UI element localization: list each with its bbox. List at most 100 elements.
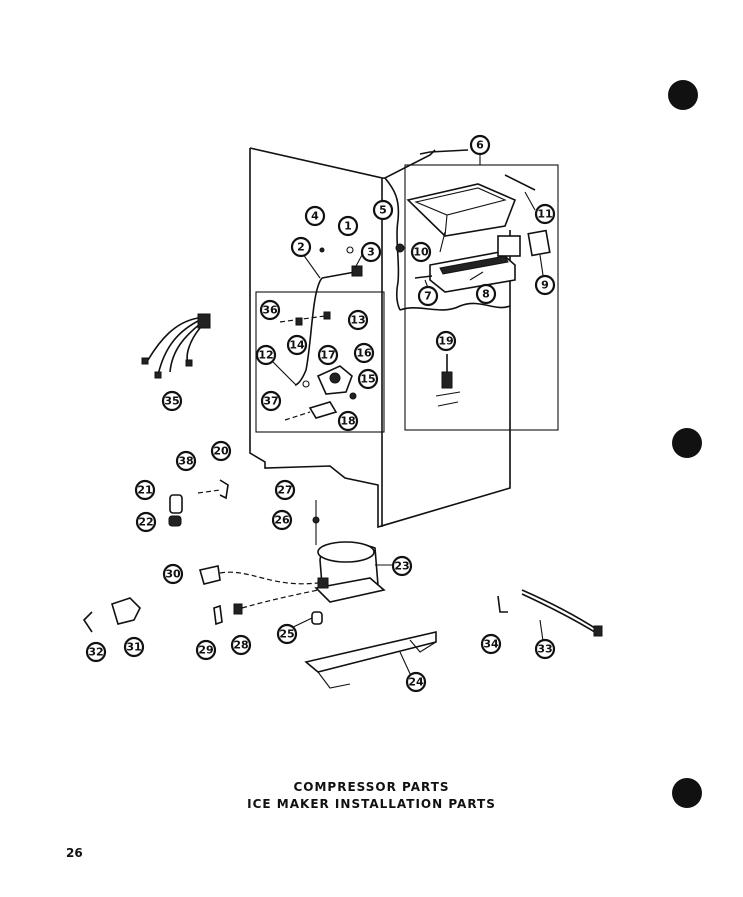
svg-text:16: 16 [356,347,372,360]
svg-text:12: 12 [258,349,273,362]
svg-text:20: 20 [213,445,229,458]
callout-34: 34 [480,633,502,655]
svg-text:11: 11 [537,208,552,221]
base-rail [304,630,437,673]
svg-text:22: 22 [138,516,153,529]
callout-30: 30 [162,563,184,585]
svg-text:8: 8 [482,288,490,301]
svg-text:2: 2 [297,241,305,254]
svg-text:29: 29 [198,644,213,657]
drain-fitting [435,354,461,407]
callout-15: 15 [357,368,379,390]
svg-text:31: 31 [126,641,141,654]
callout-2: 2 [290,236,312,258]
svg-text:34: 34 [483,638,499,651]
callout-25: 25 [276,623,298,645]
water-valve [279,311,357,421]
svg-text:35: 35 [164,395,179,408]
svg-text:38: 38 [178,455,193,468]
cover-panel [527,229,551,257]
callout-7: 7 [417,285,439,307]
callout-19: 19 [435,330,457,352]
callout-14: 14 [286,334,308,356]
compressor [314,541,386,603]
svg-text:3: 3 [367,246,375,259]
svg-text:10: 10 [413,246,429,259]
ice-bucket [406,183,517,237]
callout-21: 21 [134,479,156,501]
callout-37: 37 [260,390,282,412]
callout-27: 27 [274,479,296,501]
callout-18: 18 [337,410,359,432]
callout-35: 35 [161,390,183,412]
svg-text:15: 15 [360,373,375,386]
bolt [321,271,356,279]
diagram-title-icemaker: ICE MAKER INSTALLATION PARTS [247,797,496,811]
capacitor [169,494,183,514]
ice-maker-unit [429,235,521,293]
callout-4: 4 [304,205,326,227]
callout-32: 32 [85,641,107,663]
svg-text:17: 17 [320,349,335,362]
svg-text:4: 4 [311,210,319,223]
relay [198,565,221,585]
svg-text:9: 9 [541,279,549,292]
callout-6: 6 [469,134,491,156]
callout-20: 20 [210,440,232,462]
callout-22: 22 [135,511,157,533]
callout-24: 24 [405,671,427,693]
clip [219,479,229,500]
callout-1: 1 [337,215,359,237]
callout-3: 3 [360,241,382,263]
svg-text:30: 30 [165,568,181,581]
svg-text:18: 18 [340,415,355,428]
terminal-cover [111,597,141,625]
wire-harness [141,313,211,379]
diagram-title-compressor: COMPRESSOR PARTS [293,780,450,794]
callout-13: 13 [347,309,369,331]
callout-33: 33 [534,638,556,660]
callout-38: 38 [175,450,197,472]
callout-9: 9 [534,274,556,296]
callout-8: 8 [475,283,497,305]
svg-text:14: 14 [289,339,305,352]
svg-text:1: 1 [344,220,352,233]
grommet [213,604,223,626]
svg-text:32: 32 [88,646,103,659]
callout-12: 12 [255,344,277,366]
callout-11: 11 [534,203,556,225]
callout-26: 26 [271,509,293,531]
svg-text:7: 7 [424,290,432,303]
binder-hole [672,428,702,458]
svg-text:33: 33 [537,643,552,656]
callout-31: 31 [123,636,145,658]
svg-text:23: 23 [394,560,409,573]
svg-text:25: 25 [279,628,294,641]
water-valve-group-box [255,291,385,433]
callout-23: 23 [391,555,413,577]
svg-text:21: 21 [137,484,152,497]
svg-text:13: 13 [350,314,365,327]
svg-text:37: 37 [263,395,278,408]
callout-17: 17 [317,344,339,366]
callout-36: 36 [259,299,281,321]
cord-clip [497,595,508,613]
callout-29: 29 [195,639,217,661]
svg-text:27: 27 [277,484,292,497]
svg-text:36: 36 [262,304,278,317]
svg-text:28: 28 [233,639,248,652]
svg-text:5: 5 [379,204,387,217]
svg-text:24: 24 [408,676,424,689]
page-number: 26 [66,846,83,860]
callout-28: 28 [230,634,252,656]
mounting-grommet [311,611,323,625]
callout-16: 16 [353,342,375,364]
svg-text:6: 6 [476,139,484,152]
binder-hole [668,80,698,110]
callout-5: 5 [372,199,394,221]
binder-hole [672,778,702,808]
cover-clip [82,611,93,633]
svg-text:26: 26 [274,514,290,527]
